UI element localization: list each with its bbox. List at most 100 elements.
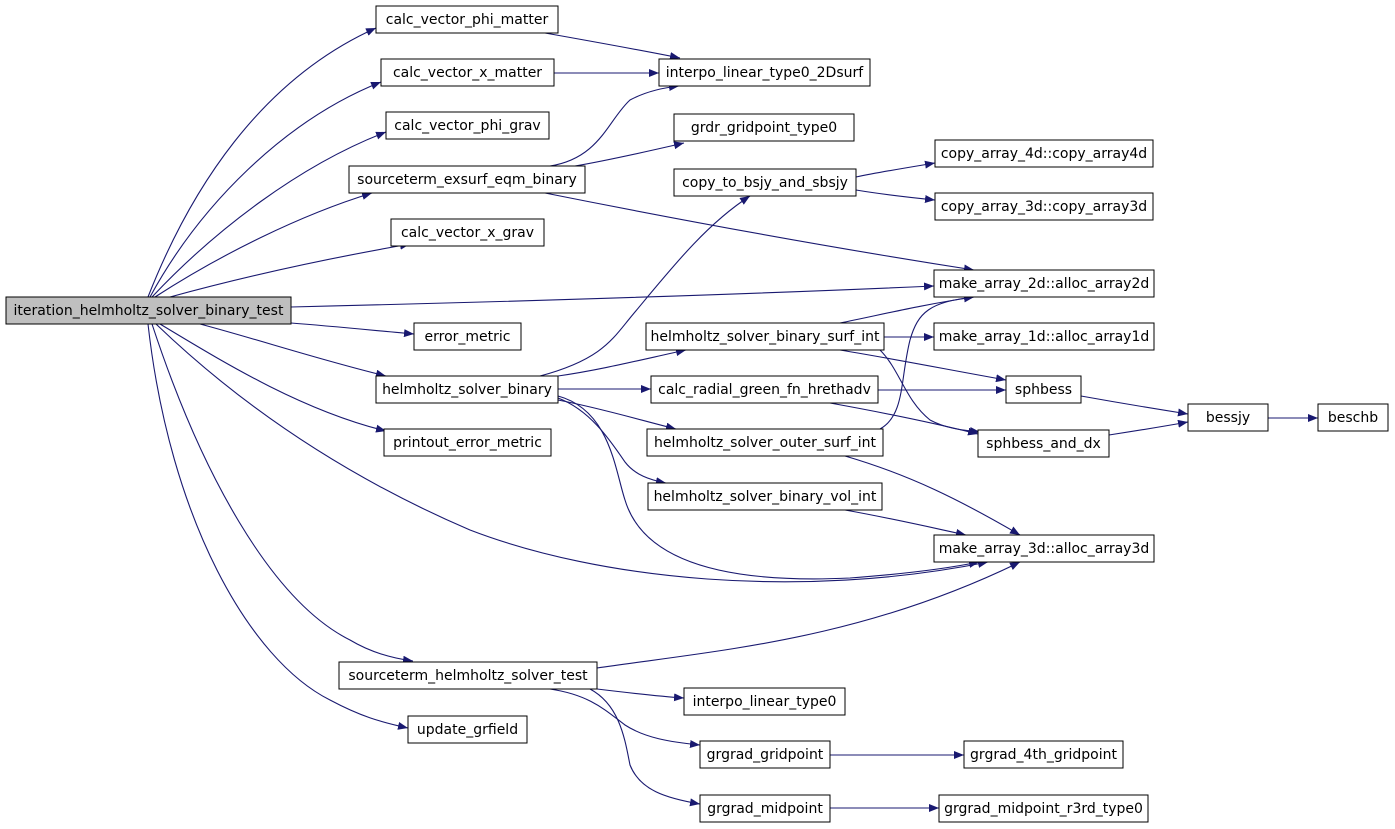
edge-helmholtz-solver-outer-surf-int-to-alloc-array3d — [844, 455, 1021, 536]
node-helmholtz-solver-outer-surf-int-label: helmholtz_solver_outer_surf_int — [654, 435, 876, 451]
node-grdr-gridpoint-type0[interactable]: grdr_gridpoint_type0 — [673, 113, 855, 142]
edge-path — [544, 32, 681, 60]
edge-path — [557, 397, 667, 486]
node-helmholtz-solver-binary-surf-int-label: helmholtz_solver_binary_surf_int — [651, 329, 880, 345]
node-calc-vector-phi-matter[interactable]: calc_vector_phi_matter — [375, 5, 559, 34]
node-grgrad-gridpoint[interactable]: grgrad_gridpoint — [699, 740, 831, 769]
node-calc-vector-phi-matter-label: calc_vector_phi_matter — [386, 12, 549, 28]
node-helmholtz-solver-binary-vol-int[interactable]: helmholtz_solver_binary_vol_int — [647, 482, 883, 511]
edge-helmholtz-solver-binary-to-copy-to-bsjy-and-sbsjy — [539, 195, 751, 377]
node-update-grfield[interactable]: update_grfield — [407, 715, 528, 744]
edge-path — [839, 294, 975, 324]
node-grgrad-4th-gridpoint[interactable]: grgrad_4th_gridpoint — [963, 740, 1124, 769]
edge-root-to-error-metric — [290, 322, 415, 338]
node-calc-vector-x-matter[interactable]: calc_vector_x_matter — [380, 58, 555, 87]
edge-path — [549, 688, 701, 748]
node-alloc-array1d[interactable]: make_array_1d::alloc_array1d — [933, 322, 1155, 351]
node-beschb[interactable]: beschb — [1317, 403, 1389, 432]
edge-helmholtz-solver-binary-to-helmholtz-solver-binary-vol-int — [557, 397, 667, 486]
edge-path — [855, 160, 936, 178]
edge-sphbess-and-dx-to-bessjy — [1108, 419, 1189, 436]
edge-path — [839, 349, 1007, 383]
edge-calc-radial-green-fn-hrethadv-to-sphbess-and-dx — [829, 402, 979, 436]
edge-path — [557, 348, 687, 377]
edge-path — [1080, 395, 1189, 417]
node-bessjy[interactable]: bessjy — [1187, 403, 1269, 432]
node-interpo-linear-type0[interactable]: interpo_linear_type0 — [683, 687, 846, 716]
edge-path — [290, 322, 415, 338]
node-copy-array-4d[interactable]: copy_array_4d::copy_array4d — [934, 139, 1154, 168]
edge-root-to-sourceterm-helmholtz-solver-test — [151, 323, 414, 664]
node-calc-vector-x-grav[interactable]: calc_vector_x_grav — [390, 218, 545, 247]
edge-path — [596, 688, 685, 702]
node-helmholtz-solver-binary[interactable]: helmholtz_solver_binary — [375, 375, 559, 404]
node-sourceterm-helmholtz-solver-test-label: sourceterm_helmholtz_solver_test — [348, 668, 588, 684]
node-sourceterm-exsurf-eqm-binary[interactable]: sourceterm_exsurf_eqm_binary — [348, 165, 586, 194]
node-root-label: iteration_helmholtz_solver_binary_test — [14, 303, 284, 319]
edge-sourceterm-helmholtz-solver-test-to-grgrad-midpoint — [589, 688, 701, 807]
edge-path — [557, 395, 980, 580]
node-beschb-label: beschb — [1328, 410, 1378, 426]
edge-path — [147, 323, 409, 730]
node-calc-vector-phi-grav[interactable]: calc_vector_phi_grav — [385, 111, 550, 140]
node-error-metric[interactable]: error_metric — [413, 322, 522, 351]
node-sphbess-and-dx-label: sphbess_and_dx — [986, 436, 1101, 452]
edge-path — [151, 131, 387, 298]
node-helmholtz-solver-binary-surf-int[interactable]: helmholtz_solver_binary_surf_int — [645, 322, 885, 351]
node-copy-to-bsjy-and-sbsjy-label: copy_to_bsjy_and_sbsjy — [682, 175, 848, 191]
node-alloc-array3d[interactable]: make_array_3d::alloc_array3d — [933, 534, 1155, 563]
node-sphbess[interactable]: sphbess — [1005, 375, 1082, 404]
node-printout-error-metric[interactable]: printout_error_metric — [383, 428, 552, 457]
edge-sourceterm-helmholtz-solver-test-to-alloc-array3d — [596, 561, 1021, 669]
edge-root-to-calc-vector-x-matter — [149, 81, 382, 298]
edge-path — [154, 192, 373, 298]
edge-path — [879, 349, 981, 435]
node-sphbess-label: sphbess — [1015, 382, 1072, 398]
node-interpo-linear-type0-label: interpo_linear_type0 — [693, 694, 837, 710]
edge-root-to-calc-vector-phi-matter — [147, 27, 377, 298]
edge-path — [169, 241, 411, 298]
node-update-grfield-label: update_grfield — [417, 722, 518, 738]
node-alloc-array1d-label: make_array_1d::alloc_array1d — [939, 329, 1150, 345]
node-calc-radial-green-fn-hrethadv-label: calc_radial_green_fn_hrethadv — [658, 382, 871, 398]
edge-sourceterm-exsurf-eqm-binary-to-interpo-linear-type0-2Dsurf — [549, 83, 680, 167]
node-interpo-linear-type0-2dsurf[interactable]: interpo_linear_type0_2Dsurf — [658, 58, 871, 87]
edge-path — [159, 323, 387, 433]
edge-sourceterm-exsurf-eqm-binary-to-alloc-array2d — [544, 192, 975, 273]
edge-copy-to-bsjy-and-sbsjy-to-copy-array-4d — [855, 160, 936, 178]
edge-root-to-sourceterm-exsurf-eqm-binary — [154, 192, 373, 298]
node-grgrad-midpoint[interactable]: grgrad_midpoint — [699, 794, 831, 823]
edge-root-to-calc-vector-phi-grav — [151, 131, 387, 298]
node-alloc-array2d[interactable]: make_array_2d::alloc_array2d — [933, 269, 1155, 298]
edge-path — [844, 509, 967, 537]
node-helmholtz-solver-binary-vol-int-label: helmholtz_solver_binary_vol_int — [654, 489, 877, 505]
edge-root-to-printout-error-metric — [159, 323, 387, 433]
node-copy-to-bsjy-and-sbsjy[interactable]: copy_to_bsjy_and_sbsjy — [673, 168, 857, 197]
edge-path — [557, 399, 677, 431]
edge-path — [549, 83, 680, 167]
edge-path — [1108, 419, 1189, 436]
edge-sourceterm-helmholtz-solver-test-to-interpo-linear-type0 — [596, 688, 685, 702]
edge-root-to-alloc-array3d — [155, 323, 989, 583]
node-error-metric-label: error_metric — [425, 329, 511, 345]
node-grgrad-midpoint-r3rd-type0-label: grgrad_midpoint_r3rd_type0 — [944, 801, 1143, 817]
node-root[interactable]: iteration_helmholtz_solver_binary_test — [5, 296, 292, 325]
node-helmholtz-solver-outer-surf-int[interactable]: helmholtz_solver_outer_surf_int — [646, 428, 884, 457]
node-grgrad-midpoint-r3rd-type0[interactable]: grgrad_midpoint_r3rd_type0 — [938, 794, 1149, 823]
node-calc-radial-green-fn-hrethadv[interactable]: calc_radial_green_fn_hrethadv — [650, 375, 879, 404]
node-copy-array-3d[interactable]: copy_array_3d::copy_array3d — [934, 192, 1154, 221]
node-grgrad-4th-gridpoint-label: grgrad_4th_gridpoint — [970, 747, 1117, 763]
edge-path — [151, 323, 414, 664]
edge-path — [844, 455, 1021, 536]
node-sphbess-and-dx[interactable]: sphbess_and_dx — [977, 429, 1110, 458]
edge-sphbess-to-bessjy — [1080, 395, 1189, 417]
edge-path — [574, 141, 685, 167]
edge-path — [829, 402, 979, 436]
node-calc-vector-x-matter-label: calc_vector_x_matter — [393, 65, 542, 81]
edge-root-to-helmholtz-solver-binary — [199, 323, 387, 378]
edge-helmholtz-solver-binary-to-helmholtz-solver-outer-surf-int — [557, 399, 677, 431]
edge-path — [147, 27, 377, 298]
edge-helmholtz-solver-binary-surf-int-to-alloc-array2d — [839, 294, 975, 324]
node-sourceterm-helmholtz-solver-test[interactable]: sourceterm_helmholtz_solver_test — [338, 661, 598, 690]
